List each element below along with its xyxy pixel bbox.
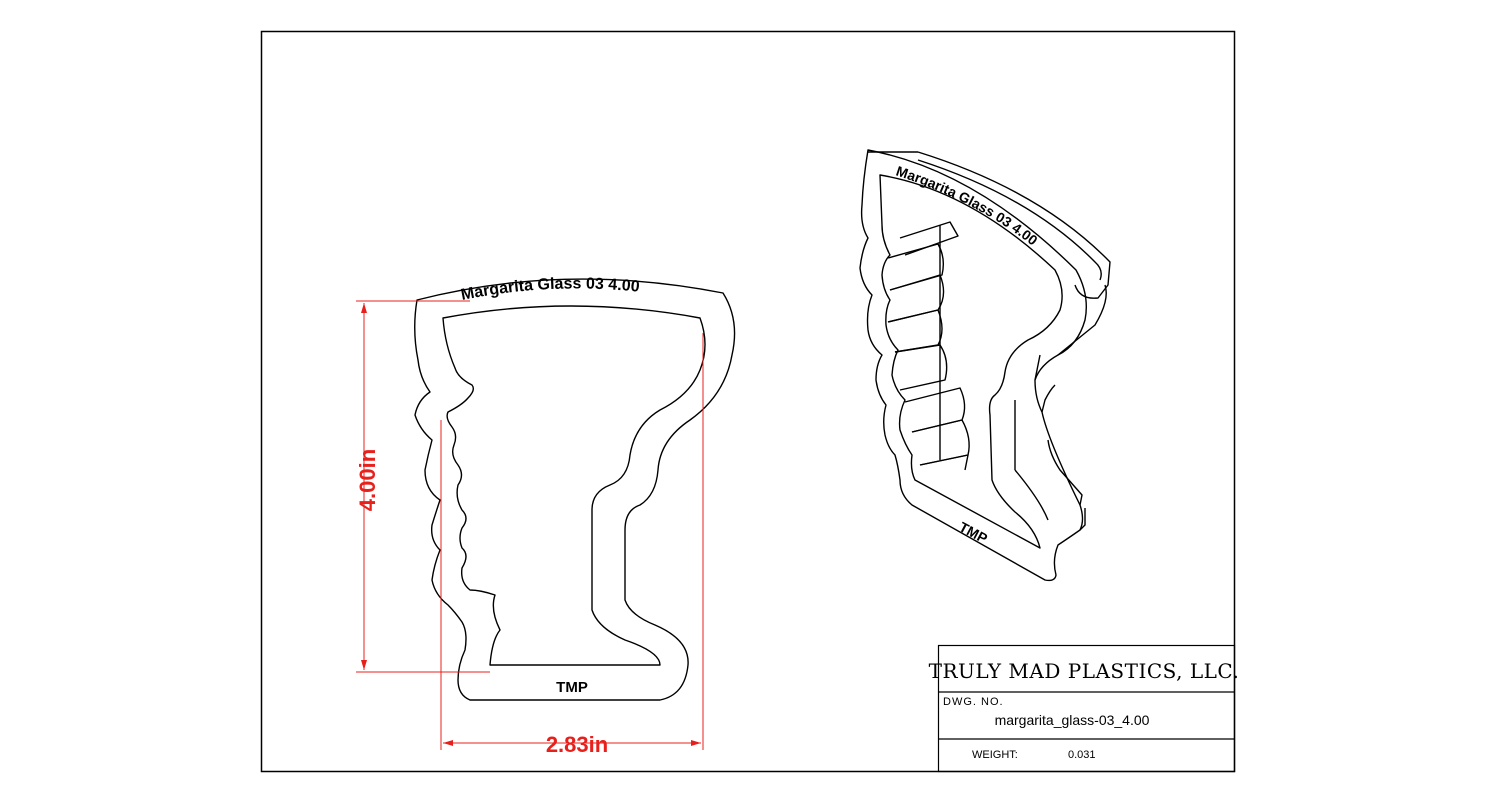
weight-label: WEIGHT: <box>972 749 1018 761</box>
iso-view <box>859 149 1111 582</box>
iso-inner-wall-right <box>1014 354 1049 521</box>
title-block-frame <box>937 644 1236 773</box>
iso-engraving-bottom: TMP <box>957 519 991 547</box>
dwg-no-label: DWG. NO. <box>943 696 1004 708</box>
iso-inner-wall-1 <box>899 221 959 256</box>
iso-back-rim <box>917 151 1111 299</box>
iso-back-rim-inner <box>917 159 1102 281</box>
iso-inner-wall-5 <box>894 344 948 391</box>
front-outer-outline <box>414 278 736 701</box>
height-dimension-label: 4.00in <box>355 449 380 511</box>
iso-outer-outline <box>859 149 1088 582</box>
iso-engraving-top: Margarita Glass 03 4.00 <box>894 163 1041 249</box>
dwg-no-value: margarita_glass-03_4.00 <box>995 712 1150 728</box>
iso-right-depth-3 <box>1047 439 1083 506</box>
weight-value: 0.031 <box>1068 749 1096 761</box>
front-engraving-bottom: TMP <box>556 679 588 696</box>
front-view <box>414 278 736 701</box>
front-engraving-top: Margarita Glass 03 4.00 <box>460 275 641 303</box>
iso-inner-wall-6 <box>904 387 966 433</box>
iso-right-depth-4 <box>1079 508 1086 531</box>
front-inner-outline <box>442 305 706 666</box>
title-block <box>937 644 1236 773</box>
iso-inner-wall-8 <box>919 454 969 471</box>
sheet-border <box>260 30 1236 773</box>
iso-inner-outline <box>879 174 1063 549</box>
width-dimension-label: 2.83in <box>546 732 608 757</box>
company-name: TRULY MAD PLASTICS, LLC. <box>929 659 1240 683</box>
height-dimension <box>356 300 490 673</box>
iso-inner-wall-2 <box>887 243 945 291</box>
iso-right-depth-2 <box>1041 384 1056 413</box>
iso-right-depth-1 <box>1057 284 1107 356</box>
width-dimension <box>440 333 704 750</box>
